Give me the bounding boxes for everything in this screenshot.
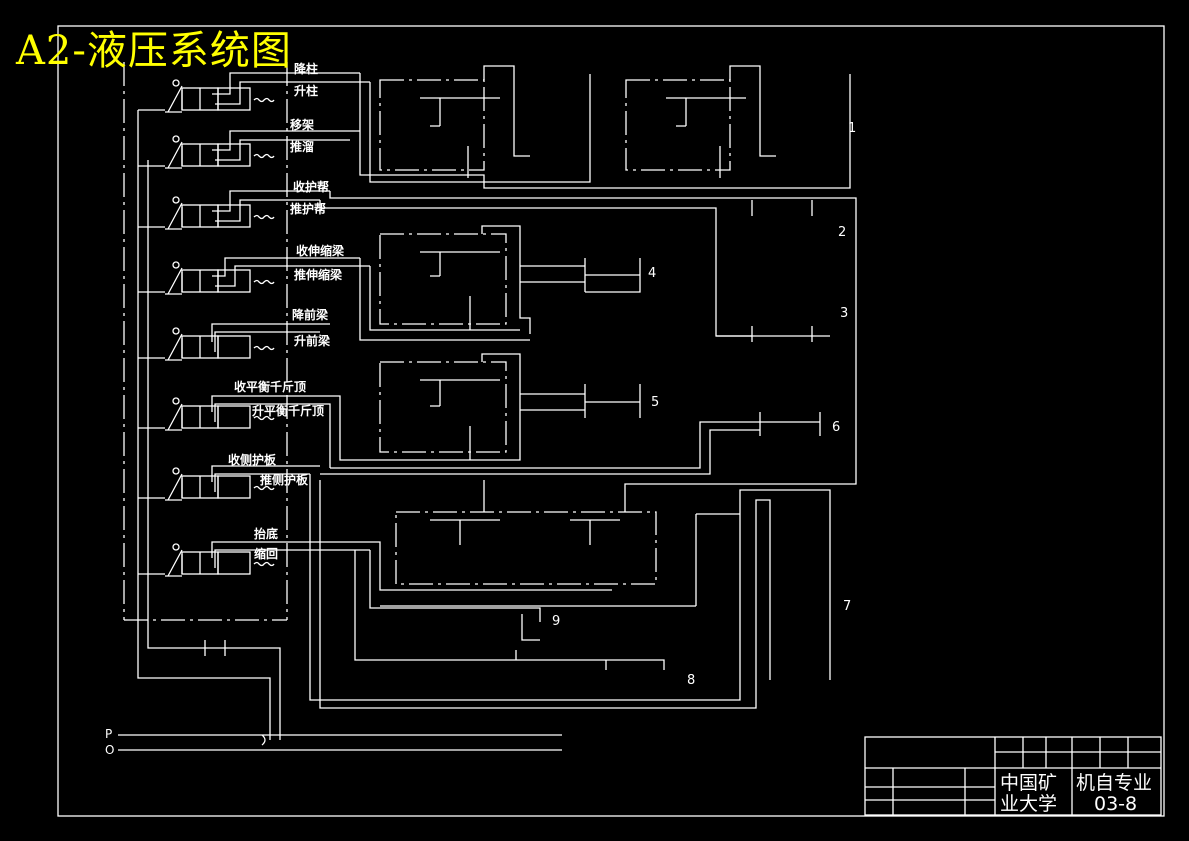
valve-5-bottom-label: 升前梁: [294, 334, 331, 348]
valve-2-top-label: 移架: [290, 118, 315, 132]
valve-1-top-label: 降柱: [294, 62, 319, 76]
pressure-line-label: P: [105, 727, 113, 741]
valve-3: [165, 190, 330, 230]
valve-3-top-label: 收护帮: [293, 180, 330, 194]
valve-8-bottom-label: 缩回: [254, 547, 279, 561]
valve-1: [165, 72, 370, 113]
cylinder-9: [360, 480, 657, 641]
cylinder-5: [320, 353, 641, 468]
major-name: 机自专业: [1076, 772, 1153, 794]
valve-5: [165, 323, 330, 361]
drawing-title: A2-液压系统图: [16, 28, 292, 74]
supply-lines: [118, 734, 562, 751]
manifold-lines: [137, 109, 281, 740]
school-name-line-2: 业大学: [1000, 793, 1058, 815]
component-number-1: 1: [848, 121, 857, 136]
component-number-7: 7: [843, 599, 852, 614]
valve-8: [165, 541, 370, 577]
cylinder-group-1: [359, 65, 851, 189]
valve-4-bottom-label: 推伸缩梁: [294, 268, 343, 282]
drawing-border: [57, 25, 1165, 817]
title-block: [864, 736, 1162, 816]
valve-7-bottom-label: 推侧护板: [260, 473, 309, 487]
valve-8-top-label: 抬底: [254, 527, 279, 541]
valve-6: [165, 395, 330, 431]
valve-3-bottom-label: 推护帮: [290, 202, 327, 216]
valve-5-top-label: 降前梁: [292, 308, 329, 322]
component-number-9: 9: [552, 614, 561, 629]
component-number-2: 2: [838, 225, 847, 240]
school-name-line-1: 中国矿: [1000, 772, 1058, 794]
valve-6-top-label: 收平衡千斤顶: [234, 380, 307, 394]
class-number: 03-8: [1094, 793, 1138, 815]
valve-6-bottom-label: 升平衡千斤顶: [252, 404, 325, 418]
component-number-5: 5: [651, 395, 660, 410]
valve-bank-boundary: [123, 62, 288, 621]
valve-1-bottom-label: 升柱: [294, 84, 319, 98]
valve-7-top-label: 收侧护板: [228, 453, 277, 467]
cylinder-6: [320, 412, 821, 475]
cylinder-4: [359, 225, 641, 341]
component-number-6: 6: [832, 420, 841, 435]
component-number-4: 4: [648, 266, 657, 281]
valve-7: [165, 465, 320, 501]
valve-4: [165, 257, 370, 295]
valve-2-bottom-label: 推溜: [290, 140, 315, 154]
return-line-label: O: [105, 743, 115, 757]
valve-2: [165, 130, 360, 169]
cylinder-2-3: [319, 191, 857, 500]
cylinder-7-8: [309, 474, 831, 709]
component-number-8: 8: [687, 673, 696, 688]
valve-4-top-label: 收伸缩梁: [296, 244, 345, 258]
component-number-3: 3: [840, 306, 849, 321]
